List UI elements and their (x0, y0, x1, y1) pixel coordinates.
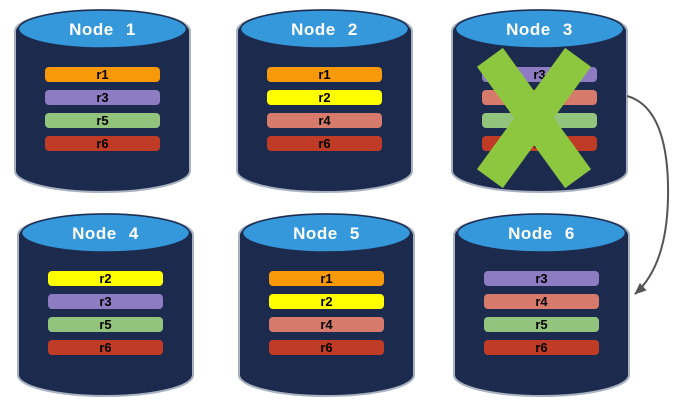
replica-row: r3 (45, 90, 160, 105)
replica-row: r6 (45, 136, 160, 151)
replica-row: r1 (269, 271, 384, 286)
replica-row: r5 (48, 317, 163, 332)
replica-rows: r1 r2 r4 r6 (267, 67, 382, 159)
failure-x-icon (476, 47, 592, 189)
node-2: Node 2 r1 r2 r4 r6 (235, 8, 414, 194)
replica-row: r5 (45, 113, 160, 128)
replica-rows: r1 r3 r5 r6 (45, 67, 160, 159)
replica-row: r6 (48, 340, 163, 355)
replica-row: r1 (267, 67, 382, 82)
node-title: Node 6 (508, 224, 575, 243)
node-title: Node 1 (69, 20, 136, 39)
node-title: Node 4 (72, 224, 139, 243)
node-title: Node 5 (293, 224, 360, 243)
replica-row: r3 (484, 271, 599, 286)
replica-row: r4 (269, 317, 384, 332)
replica-row: r2 (48, 271, 163, 286)
replica-rows: r2 r3 r5 r6 (48, 271, 163, 363)
replica-row: r6 (484, 340, 599, 355)
node-4: Node 4 r2 r3 r5 r6 (16, 212, 195, 398)
replica-row: r2 (269, 294, 384, 309)
replica-row: r3 (48, 294, 163, 309)
replica-row: r4 (267, 113, 382, 128)
node-title: Node 2 (291, 20, 358, 39)
replica-row: r6 (267, 136, 382, 151)
replica-row: r2 (267, 90, 382, 105)
node-3: Node 3 r3 r4 r5 r6 (450, 8, 629, 194)
node-1: Node 1 r1 r3 r5 r6 (13, 8, 192, 194)
node-6: Node 6 r3 r4 r5 r6 (452, 212, 631, 398)
replica-rows: r3 r4 r5 r6 (484, 271, 599, 363)
node-5: Node 5 r1 r2 r4 r6 (237, 212, 416, 398)
replica-row: r6 (269, 340, 384, 355)
replica-row: r5 (484, 317, 599, 332)
replica-row: r1 (45, 67, 160, 82)
node-title: Node 3 (506, 20, 573, 39)
replica-rows: r1 r2 r4 r6 (269, 271, 384, 363)
replica-row: r4 (484, 294, 599, 309)
